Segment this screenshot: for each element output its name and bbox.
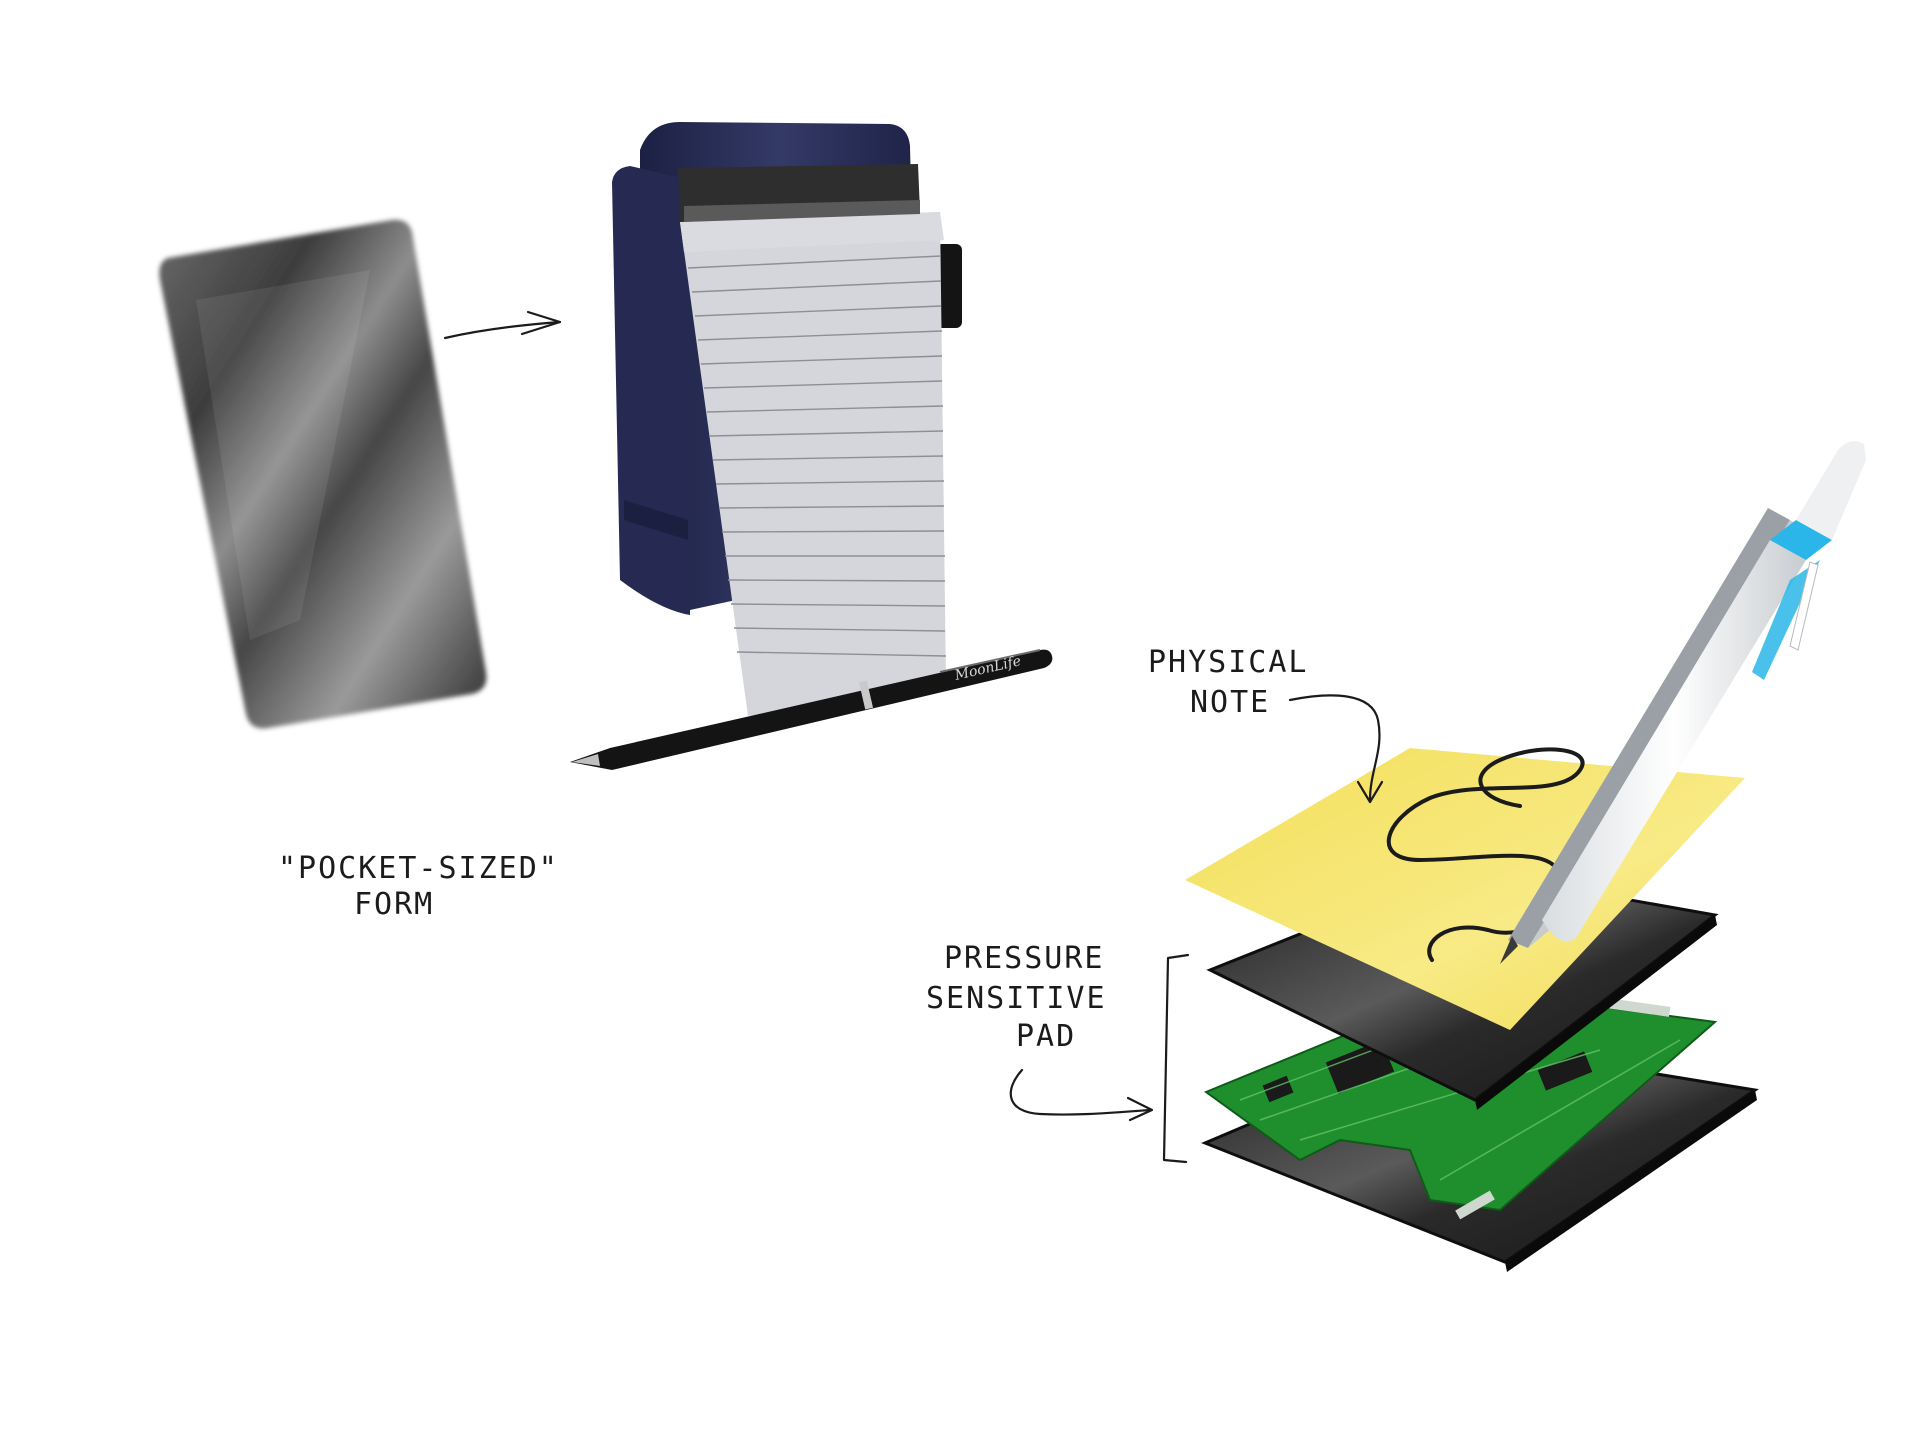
- exploded-stack-illustration: [1185, 441, 1866, 1272]
- form-label: FORM: [354, 887, 434, 922]
- pad-label: PAD: [1016, 1019, 1076, 1054]
- arrow-icon: [1288, 694, 1384, 804]
- note-label: NOTE: [1190, 685, 1270, 720]
- bracket-icon: [1162, 953, 1190, 1164]
- arrow-icon: [1009, 1068, 1154, 1122]
- sensitive-label: SENSITIVE: [926, 981, 1107, 1016]
- arrow-icon: [443, 310, 562, 340]
- device-slab-illustration: [159, 219, 487, 729]
- stylus-pen-illustration: [1500, 441, 1866, 964]
- folio-notepad-illustration: MoonLife: [570, 122, 1053, 770]
- physical-label: PHYSICAL: [1148, 645, 1309, 680]
- pressure-label: PRESSURE: [944, 941, 1105, 976]
- pocket-sized-label: "POCKET-SIZED": [278, 851, 559, 886]
